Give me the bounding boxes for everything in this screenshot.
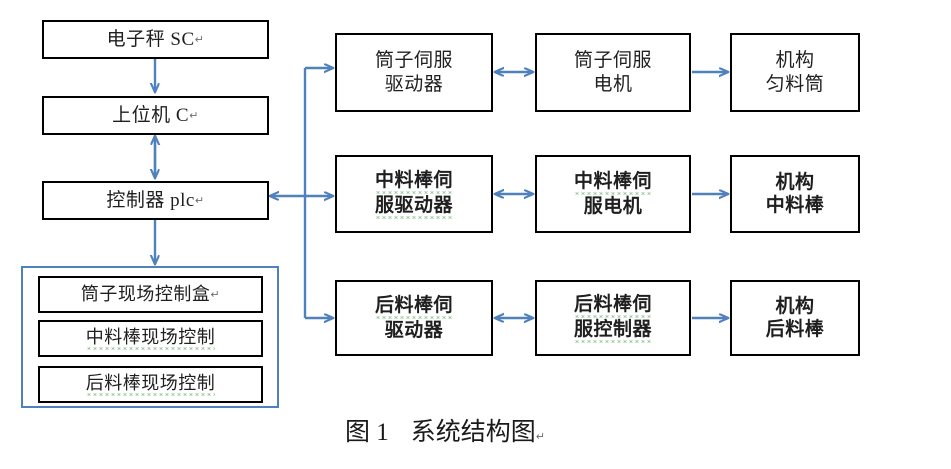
node-rear-rod-mechanism-line1: 机构: [775, 295, 815, 317]
node-bobbin-mechanism-line2: 匀料筒: [765, 73, 825, 95]
node-middle-rod-driver[interactable]: 中料棒伺 服驱动器: [335, 155, 493, 233]
node-host-computer[interactable]: 上位机 C ↵: [42, 96, 269, 135]
node-middle-rod-motor-line2: 服电机: [583, 196, 643, 217]
figure-caption-title: 系统结构图: [410, 419, 536, 446]
node-rear-rod-motor-line2: 服控制器: [573, 318, 652, 343]
figure-caption-label: 图 1: [345, 419, 389, 446]
node-rear-rod-mechanism[interactable]: 机构 后料棒: [730, 280, 860, 356]
node-plc-controller[interactable]: 控制器 plc ↵: [42, 181, 269, 220]
node-scale[interactable]: 电子秤 SC ↵: [42, 20, 269, 59]
node-bobbin-driver-line1: 筒子伺服: [374, 50, 453, 72]
node-middle-rod-driver-line2: 服驱动器: [374, 194, 453, 219]
node-middle-rod-field-control-label: 中料棒现场控制: [85, 326, 216, 351]
node-middle-rod-mechanism-line1: 机构: [775, 171, 815, 193]
node-rear-rod-field-control-label: 后料棒现场控制: [85, 372, 216, 397]
node-bobbin-motor-line2: 电机: [593, 73, 633, 95]
node-middle-rod-driver-line1: 中料棒伺: [374, 168, 453, 194]
paragraph-mark: ↵: [535, 430, 545, 443]
node-rear-rod-field-control[interactable]: 后料棒现场控制: [38, 366, 263, 403]
node-host-computer-label: 上位机 C: [112, 104, 190, 126]
paragraph-mark: ↵: [194, 193, 205, 207]
node-bobbin-motor-line1: 筒子伺服: [573, 50, 652, 72]
node-bobbin-mechanism[interactable]: 机构 匀料筒: [730, 33, 860, 112]
node-middle-rod-mechanism-line2: 中料棒: [765, 195, 825, 216]
node-rear-rod-motor-line1: 后料棒伺: [573, 292, 652, 318]
node-scale-label: 电子秤 SC: [106, 28, 195, 50]
node-middle-rod-mechanism[interactable]: 机构 中料棒: [730, 155, 860, 233]
node-plc-controller-label: 控制器 plc: [106, 189, 195, 211]
node-bobbin-field-control-box-label: 筒子现场控制盒: [80, 283, 211, 304]
node-rear-rod-driver[interactable]: 后料棒伺 驱动器: [335, 280, 493, 356]
node-middle-rod-motor-line1: 中料棒伺: [573, 169, 652, 195]
node-middle-rod-field-control[interactable]: 中料棒现场控制: [38, 320, 263, 357]
node-rear-rod-motor[interactable]: 后料棒伺 服控制器: [535, 280, 691, 356]
node-bobbin-driver[interactable]: 筒子伺服 驱动器: [335, 33, 493, 112]
node-rear-rod-mechanism-line2: 后料棒: [765, 319, 825, 340]
paragraph-mark: ↵: [194, 32, 205, 46]
node-rear-rod-driver-line2: 驱动器: [384, 320, 444, 341]
node-bobbin-driver-line2: 驱动器: [384, 73, 444, 95]
node-rear-rod-driver-line1: 后料棒伺: [374, 293, 453, 319]
paragraph-mark: ↵: [189, 108, 199, 122]
node-middle-rod-motor[interactable]: 中料棒伺 服电机: [535, 155, 691, 233]
paragraph-mark: ↵: [210, 287, 221, 301]
node-bobbin-mechanism-line1: 机构: [775, 50, 815, 72]
node-bobbin-motor[interactable]: 筒子伺服 电机: [535, 33, 691, 112]
figure-caption: 图 1 系统结构图↵: [345, 412, 545, 448]
node-bobbin-field-control-box[interactable]: 筒子现场控制盒 ↵: [38, 276, 263, 313]
